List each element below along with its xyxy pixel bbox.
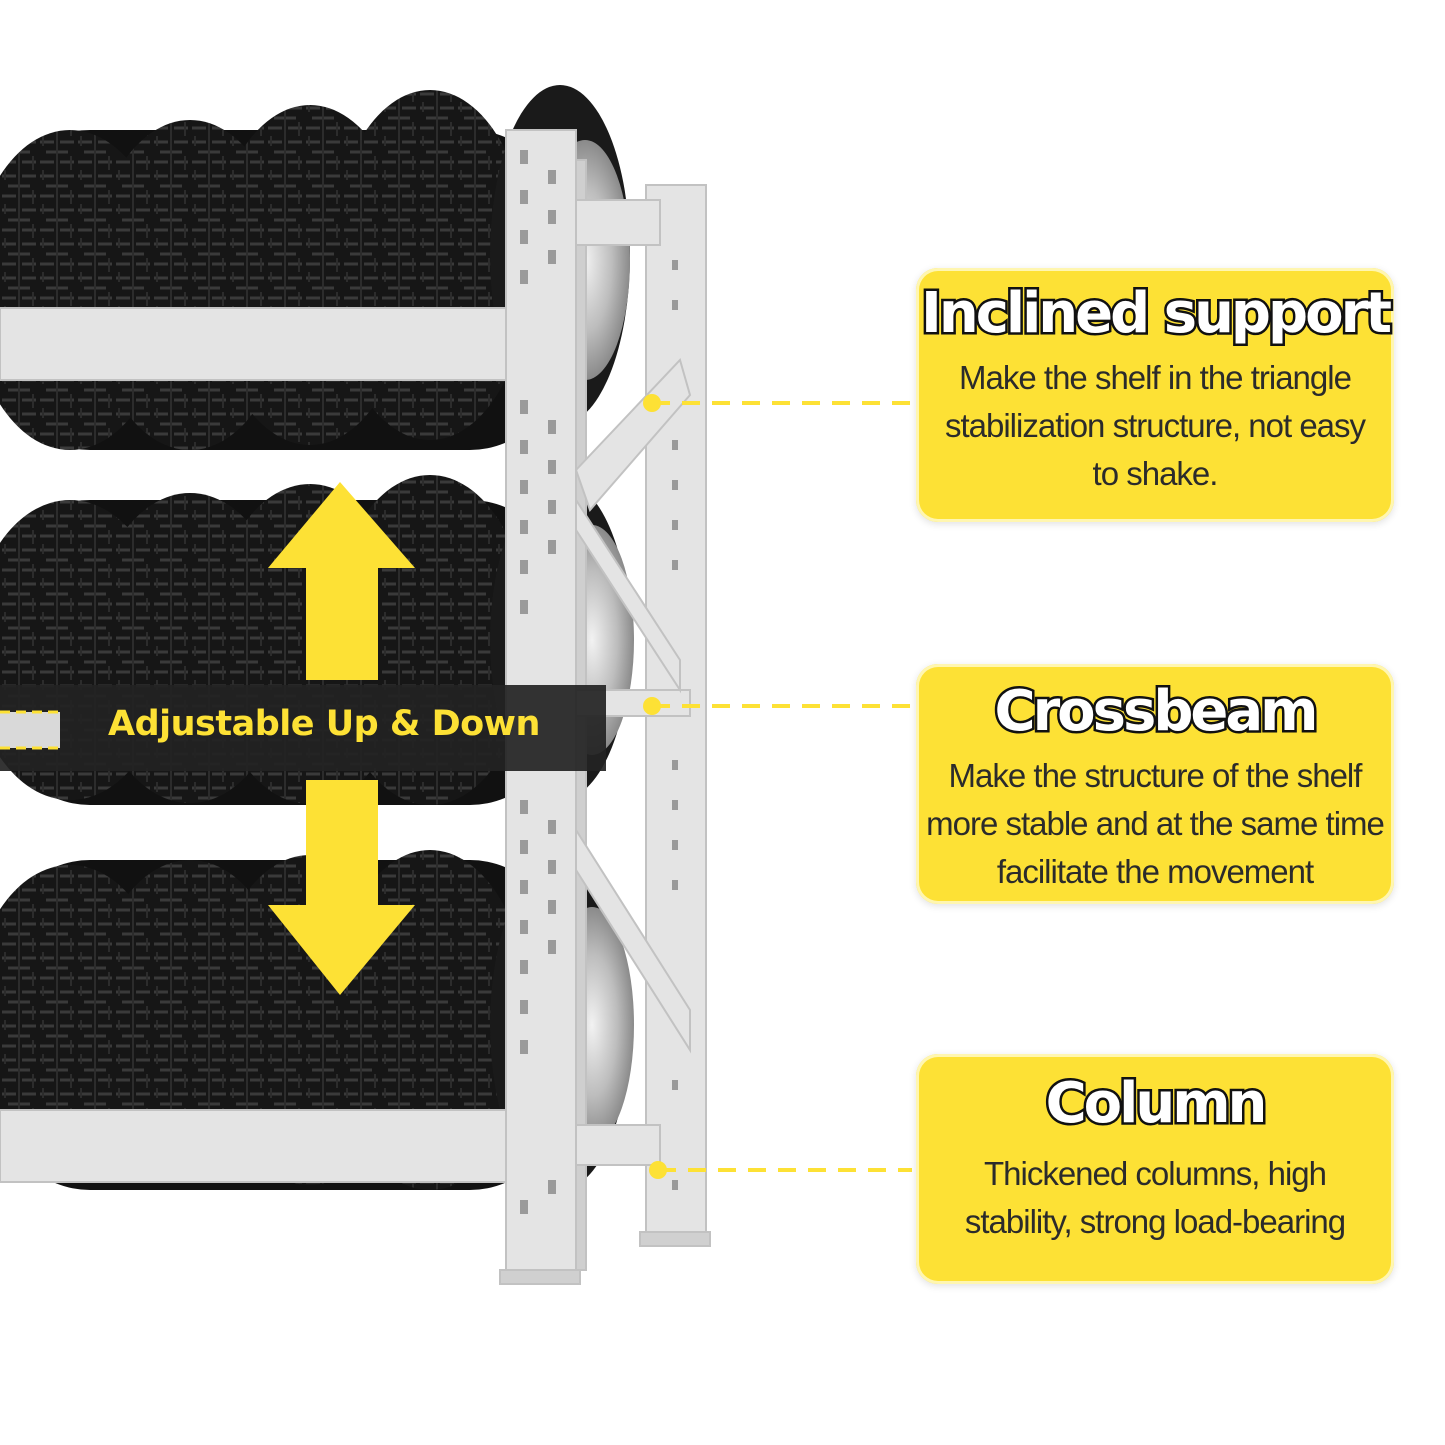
frame-bottom-beam <box>575 1124 661 1166</box>
callout-title: Inclined support <box>919 281 1395 346</box>
column-slots <box>520 150 678 1214</box>
callout-dot-icon <box>643 394 667 1179</box>
crossbeam-middle-stub <box>0 712 60 748</box>
double-arrow-icon <box>268 482 415 995</box>
callout-column: Column Thickened columns, high stability… <box>916 1054 1394 1284</box>
inclined-support <box>574 358 692 512</box>
frame-top-beam <box>575 199 661 246</box>
adjustable-label: Adjustable Up & Down <box>108 704 540 744</box>
callout-text: Thickened columns, high stability, stron… <box>964 1155 1346 1240</box>
callout-title: Column <box>1043 1071 1270 1136</box>
callout-text: Make the shelf in the triangle stabiliza… <box>944 359 1366 492</box>
callout-title: Crossbeam <box>992 679 1321 744</box>
crossbeam-bottom <box>0 1109 507 1183</box>
adjust-band <box>0 685 606 771</box>
callout-inclined-support: Inclined support Make the shelf in the t… <box>916 268 1394 522</box>
callout-crossbeam: Crossbeam Make the structure of the shel… <box>916 664 1394 904</box>
callout-text: Make the structure of the shelf more sta… <box>926 757 1385 890</box>
crossbeam-top <box>0 307 507 381</box>
callout-connectors <box>652 401 912 1172</box>
